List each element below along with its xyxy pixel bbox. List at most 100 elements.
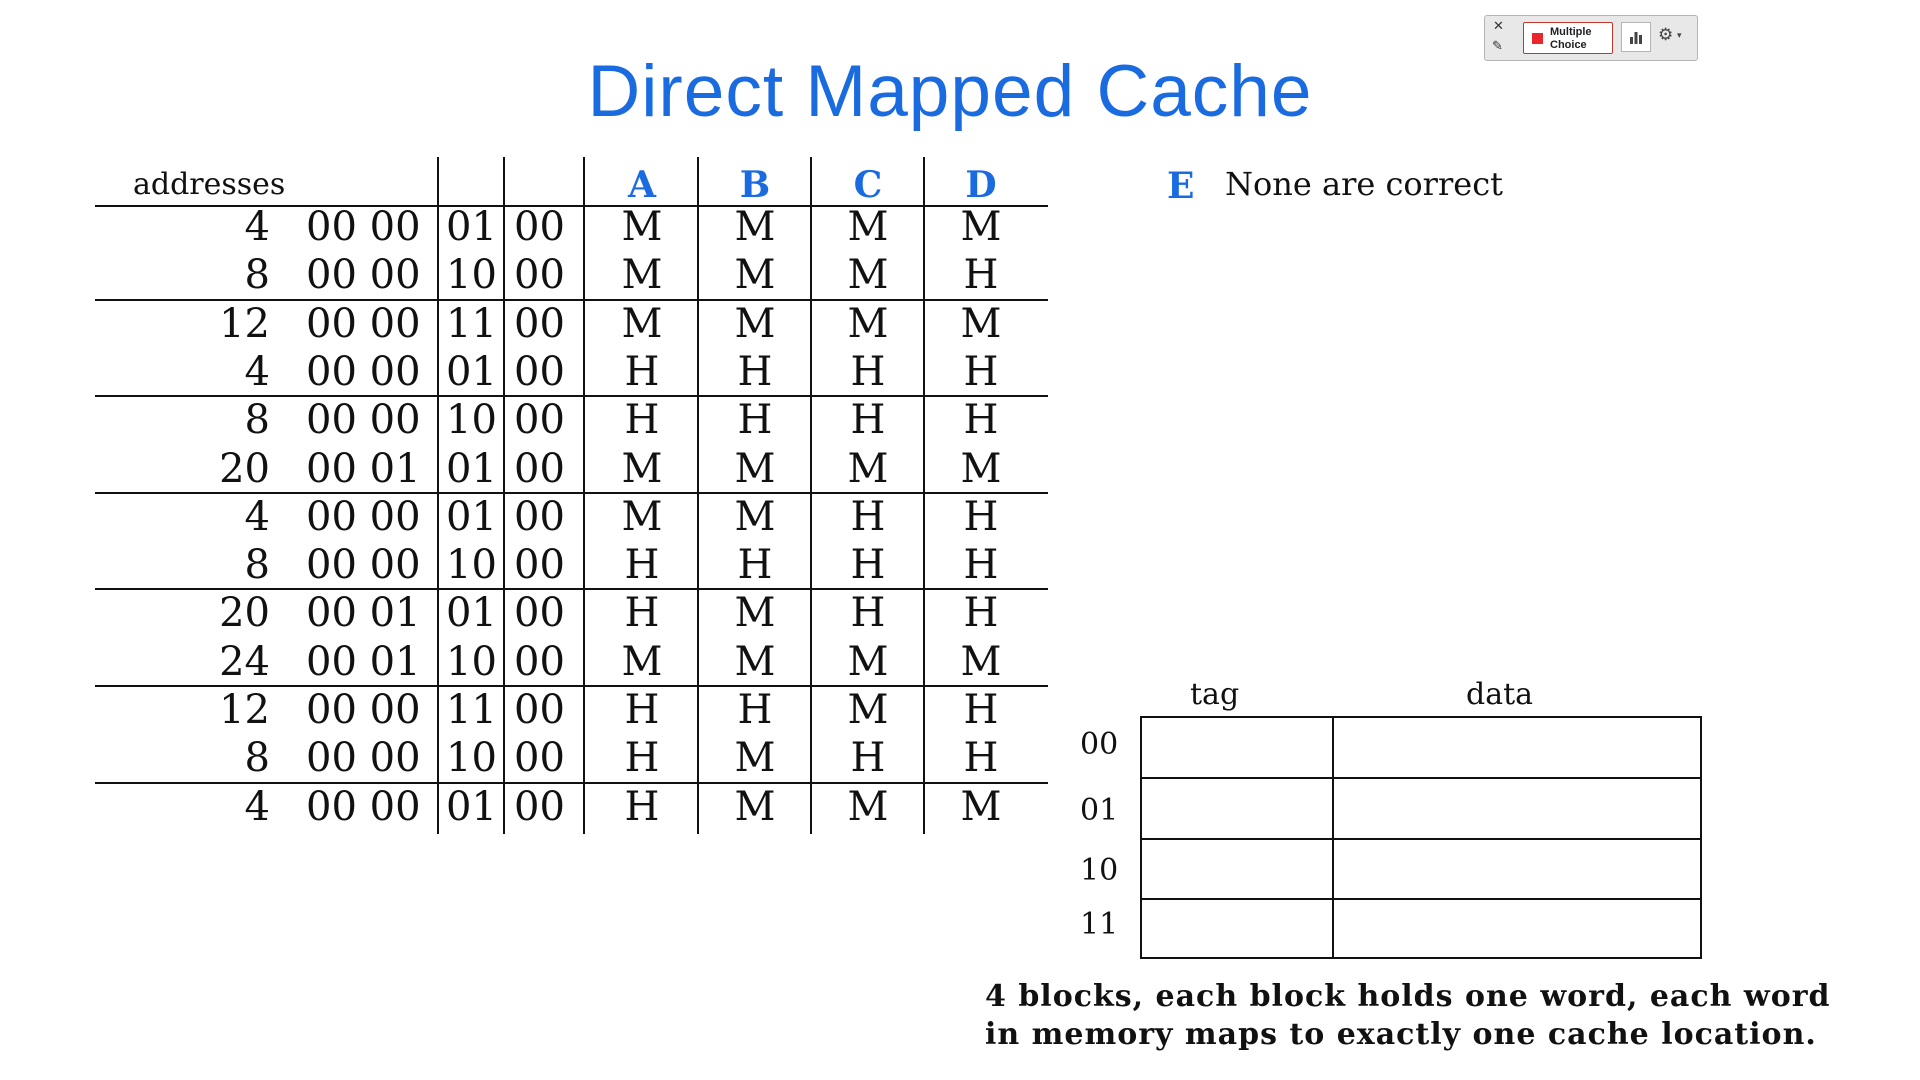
table-divider [923, 157, 925, 834]
address-cell: 20 [219, 445, 270, 492]
hit-miss-cell: M [847, 252, 889, 299]
table-divider [583, 157, 585, 834]
slide-title: Direct Mapped Cache [587, 51, 1313, 132]
tag-bits-cell: 00 01 [306, 638, 421, 685]
address-cell: 20 [219, 590, 270, 637]
stop-icon [1532, 33, 1543, 44]
mode-line2: Choice [1550, 39, 1587, 51]
close-icon[interactable]: ✕ [1493, 18, 1504, 33]
address-cell: 8 [244, 397, 270, 444]
chevron-down-icon[interactable]: ▾ [1677, 30, 1682, 40]
index-bits-cell: 01 [446, 590, 497, 637]
offset-bits-cell: 00 [514, 735, 565, 782]
offset-bits-cell: 00 [514, 445, 565, 492]
mode-line1: Multiple [1550, 26, 1592, 38]
tag-bits-cell: 00 00 [306, 542, 421, 589]
hit-miss-cell: M [734, 783, 776, 830]
cache-row [1142, 779, 1700, 840]
option-e-letter: E [1167, 165, 1195, 207]
hit-miss-cell: H [850, 590, 886, 637]
index-bits-cell: 01 [446, 204, 497, 250]
index-bits-cell: 01 [446, 348, 497, 395]
cache-row [1142, 718, 1700, 779]
tag-bits-cell: 00 00 [306, 783, 421, 830]
tag-bits-cell: 00 01 [306, 590, 421, 637]
hit-miss-cell: H [963, 252, 999, 299]
bar-chart-icon [1630, 32, 1642, 44]
hit-miss-cell: H [624, 783, 660, 830]
hit-miss-cell: H [963, 397, 999, 444]
offset-bits-cell: 00 [514, 687, 565, 733]
offset-bits-cell: 00 [514, 300, 565, 347]
note-line1: 4 blocks, each block holds one word, eac… [985, 979, 1831, 1014]
table-separator [95, 491, 1048, 494]
tag-bits-cell: 00 00 [306, 687, 421, 733]
hit-miss-cell: M [960, 638, 1002, 685]
gear-icon[interactable]: ⚙ [1658, 25, 1674, 44]
hit-miss-cell: H [737, 687, 773, 733]
address-cell: 12 [219, 687, 270, 733]
table-divider [503, 157, 505, 834]
hit-miss-cell: H [963, 493, 999, 540]
tag-bits-cell: 00 00 [306, 300, 421, 347]
table-separator [95, 685, 1048, 687]
polling-toolbar: ✕ ✎ Multiple Choice ⚙ ▾ [1484, 15, 1698, 61]
address-cell: 8 [244, 735, 270, 782]
offset-bits-cell: 00 [514, 397, 565, 444]
hit-miss-cell: M [621, 638, 663, 685]
hit-miss-cell: M [734, 493, 776, 540]
hit-miss-cell: H [737, 542, 773, 589]
hit-miss-cell: M [847, 638, 889, 685]
tag-data-divider [1332, 718, 1334, 957]
column-c-header: C [853, 164, 883, 206]
index-bits-cell: 10 [446, 252, 497, 299]
hit-miss-cell: M [847, 300, 889, 347]
hit-miss-cell: M [621, 204, 663, 250]
table-divider [697, 157, 699, 834]
hit-miss-cell: M [734, 638, 776, 685]
hit-miss-cell: M [847, 687, 889, 733]
index-bits-cell: 01 [446, 783, 497, 830]
column-a-header: A [628, 164, 656, 206]
cache-note: 4 blocks, each block holds one word, eac… [985, 978, 1885, 1054]
hit-miss-cell: M [734, 445, 776, 492]
cache-index: 10 [1080, 853, 1119, 888]
tag-bits-cell: 00 00 [306, 493, 421, 540]
address-cell: 12 [219, 300, 270, 347]
hit-miss-cell: H [963, 542, 999, 589]
index-bits-cell: 01 [446, 493, 497, 540]
hit-miss-cell: M [847, 204, 889, 250]
address-cell: 4 [244, 783, 270, 830]
addresses-header: addresses [133, 167, 286, 202]
hit-miss-cell: H [624, 397, 660, 444]
table-divider [437, 157, 439, 834]
edit-icon[interactable]: ✎ [1492, 38, 1503, 53]
hit-miss-cell: M [960, 204, 1002, 250]
hit-miss-cell: M [847, 783, 889, 830]
offset-bits-cell: 00 [514, 252, 565, 299]
index-bits-cell: 11 [446, 687, 497, 733]
tag-bits-cell: 00 00 [306, 348, 421, 395]
hit-miss-cell: M [734, 204, 776, 250]
hit-miss-cell: H [850, 735, 886, 782]
results-chart-button[interactable] [1621, 22, 1651, 52]
table-separator [95, 395, 1048, 398]
option-e-text: None are correct [1225, 165, 1503, 203]
table-separator [95, 298, 1048, 301]
hit-miss-cell: H [624, 687, 660, 733]
hit-miss-cell: H [963, 348, 999, 395]
index-bits-cell: 10 [446, 735, 497, 782]
hit-miss-cell: H [624, 735, 660, 782]
hit-miss-cell: M [734, 735, 776, 782]
address-cell: 4 [244, 348, 270, 395]
hit-miss-cell: M [847, 445, 889, 492]
hit-miss-cell: H [850, 348, 886, 395]
offset-bits-cell: 00 [514, 348, 565, 395]
hit-miss-cell: H [737, 348, 773, 395]
hit-miss-cell: M [734, 300, 776, 347]
hit-miss-cell: H [624, 542, 660, 589]
column-b-header: B [739, 164, 771, 206]
multiple-choice-button[interactable]: Multiple Choice [1523, 22, 1613, 54]
cache-index: 11 [1080, 907, 1119, 942]
hit-miss-cell: M [621, 445, 663, 492]
